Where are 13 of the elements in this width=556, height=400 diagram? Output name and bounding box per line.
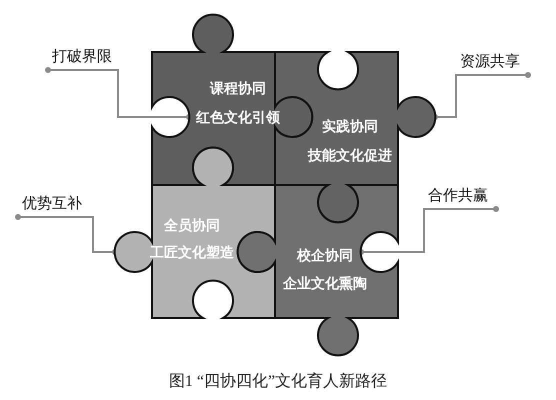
piece-label: 课程协同 [210,80,266,96]
callout-text: 合作共赢 [428,187,496,209]
piece-label: 红色文化引领 [196,109,280,125]
piece-label: 技能文化促进 [308,147,392,163]
piece-label: 实践协同 [322,118,378,134]
piece-label: 全员协同 [164,217,220,233]
piece-label: 企业文化熏陶 [283,275,367,291]
figure-caption: 图1 “四协四化”文化育人新路径 [168,373,388,390]
callout-text: 打破界限 [52,48,120,70]
piece-label: 工匠文化塑造 [150,244,234,260]
callout-text: 优势互补 [22,195,90,217]
piece-label: 校企协同 [297,247,353,263]
callout-text: 资源共享 [460,53,528,75]
